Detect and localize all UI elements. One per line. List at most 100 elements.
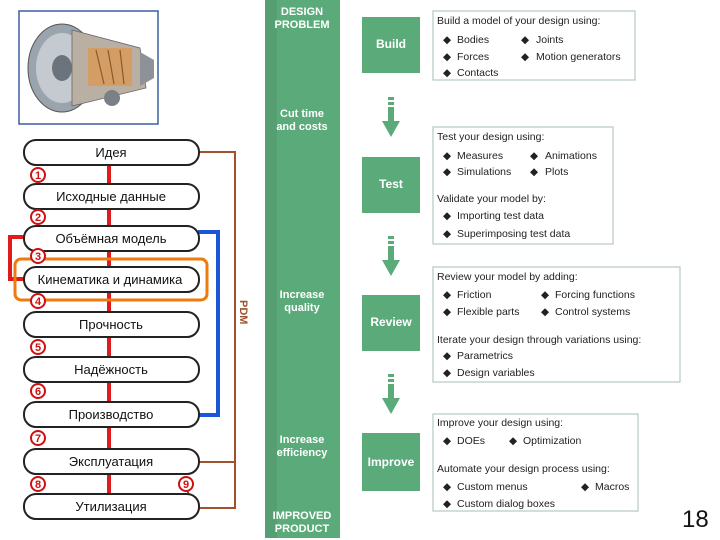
step-improve-label: Improve xyxy=(368,455,415,469)
stage-number-badge xyxy=(30,476,46,492)
step-test[interactable]: Test xyxy=(362,157,420,213)
stage-number-badge xyxy=(30,430,46,446)
test-heading: Test your design using: xyxy=(437,131,544,143)
review-item-design-variables: Design variables xyxy=(457,367,535,379)
stage-number: 3 xyxy=(35,251,41,263)
svg-text:◆: ◆ xyxy=(443,289,452,301)
band-label1-line1: Cut time xyxy=(280,108,324,120)
svg-text:◆: ◆ xyxy=(443,51,452,63)
svg-text:◆: ◆ xyxy=(521,34,530,46)
stage-number: 6 xyxy=(35,386,41,398)
stage-number: 7 xyxy=(35,433,41,445)
slide-number: 18 xyxy=(682,506,709,533)
svg-text:◆: ◆ xyxy=(581,481,590,493)
stage-label: Прочность xyxy=(79,317,143,332)
step-review[interactable]: Review xyxy=(362,295,420,351)
stage-number-badge xyxy=(30,339,46,355)
band-label2-line1: Increase xyxy=(280,289,325,301)
review-heading: Review your model by adding: xyxy=(437,271,578,283)
stage-box xyxy=(23,183,200,210)
svg-text:◆: ◆ xyxy=(443,350,452,362)
build-item-bodies: Bodies xyxy=(457,34,489,46)
build-item-motion: Motion generators xyxy=(536,51,621,63)
band-label2-line2: quality xyxy=(284,302,320,314)
step-build[interactable]: Build xyxy=(362,17,420,73)
stage-number: 4 xyxy=(35,296,42,308)
svg-text:◆: ◆ xyxy=(443,166,452,178)
improve-item-macros: Macros xyxy=(595,481,629,493)
band-top-line1: DESIGN xyxy=(281,6,323,18)
svg-text:◆: ◆ xyxy=(443,306,452,318)
stage-label: Идея xyxy=(95,145,126,160)
svg-text:◆: ◆ xyxy=(509,435,518,447)
step-review-label: Review xyxy=(370,315,412,329)
build-item-contacts: Contacts xyxy=(457,67,498,79)
improve-heading2: Automate your design process using: xyxy=(437,463,610,475)
down-arrow-icon xyxy=(382,236,400,276)
improve-item-dialog-boxes: Custom dialog boxes xyxy=(457,498,555,510)
improve-item-optimization: Optimization xyxy=(523,435,582,447)
svg-text:◆: ◆ xyxy=(443,228,452,240)
test-item-importing: Importing test data xyxy=(457,210,544,222)
svg-text:◆: ◆ xyxy=(541,289,550,301)
build-heading: Build a model of your design using: xyxy=(437,15,600,27)
stage-number: 1 xyxy=(35,170,41,182)
test-item-plots: Plots xyxy=(545,166,568,178)
improve-panel: Improve your design using: ◆ DOEs ◆ Opti… xyxy=(432,413,639,512)
stage-box xyxy=(23,356,200,383)
svg-text:◆: ◆ xyxy=(443,498,452,510)
svg-text:◆: ◆ xyxy=(443,435,452,447)
review-item-flexible: Flexible parts xyxy=(457,306,519,318)
stage-number-badge xyxy=(178,476,194,492)
band-label1-line2: and costs xyxy=(276,121,327,133)
svg-text:◆: ◆ xyxy=(530,166,539,178)
step-build-label: Build xyxy=(376,37,406,51)
review-heading2: Iterate your design through variations u… xyxy=(437,334,641,346)
test-item-animations: Animations xyxy=(545,150,597,162)
band-bottom-line1: IMPROVED xyxy=(273,510,332,522)
stage-number-badge xyxy=(30,248,46,264)
stage-box xyxy=(23,266,200,293)
build-item-joints: Joints xyxy=(536,34,563,46)
band-labels: DESIGN PROBLEM Cut time and costs Increa… xyxy=(273,6,332,535)
highlight-frame xyxy=(13,257,209,302)
build-panel: Build a model of your design using: ◆ Bo… xyxy=(432,10,636,81)
improve-item-does: DOEs xyxy=(457,435,485,447)
svg-text:◆: ◆ xyxy=(443,481,452,493)
down-arrow-icon xyxy=(382,374,400,414)
svg-text:◆: ◆ xyxy=(443,210,452,222)
stage-box xyxy=(23,493,200,520)
review-item-forcing: Forcing functions xyxy=(555,289,635,301)
stage-number-badge xyxy=(30,167,46,183)
stage-box xyxy=(23,401,200,428)
step-improve[interactable]: Improve xyxy=(362,433,420,491)
review-item-parametrics: Parametrics xyxy=(457,350,513,362)
test-item-superimposing: Superimposing test data xyxy=(457,228,570,240)
stage-number: 8 xyxy=(35,479,41,491)
stage-label: Исходные данные xyxy=(56,189,166,204)
svg-text:◆: ◆ xyxy=(443,367,452,379)
review-panel: Review your model by adding: ◆ Friction … xyxy=(432,266,681,383)
band-bottom-line2: PRODUCT xyxy=(275,523,330,535)
svg-text:◆: ◆ xyxy=(443,150,452,162)
jet-engine-image xyxy=(18,10,159,125)
step-test-label: Test xyxy=(379,177,403,191)
stage-box xyxy=(23,139,200,166)
build-item-forces: Forces xyxy=(457,51,489,63)
stage-label: Надёжность xyxy=(74,362,148,377)
review-item-control: Control systems xyxy=(555,306,630,318)
band-label3-line2: efficiency xyxy=(277,447,329,459)
svg-text:◆: ◆ xyxy=(530,150,539,162)
band-label3-line1: Increase xyxy=(280,434,325,446)
svg-text:◆: ◆ xyxy=(443,34,452,46)
stage-number-badge xyxy=(30,209,46,225)
band-top-line2: PROBLEM xyxy=(275,19,330,31)
pdm-label: PDM xyxy=(237,300,249,324)
svg-text:◆: ◆ xyxy=(443,67,452,79)
stage-label: Эксплуатация xyxy=(69,454,153,469)
improve-heading: Improve your design using: xyxy=(437,417,563,429)
stage-box xyxy=(23,448,200,475)
svg-text:◆: ◆ xyxy=(541,306,550,318)
